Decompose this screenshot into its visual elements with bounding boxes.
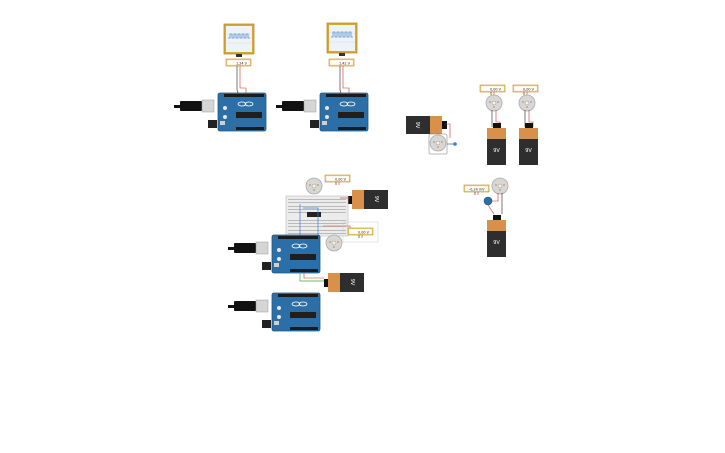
battery-9v-5[interactable]	[324, 273, 364, 292]
battery-label-6: 9V	[493, 240, 500, 246]
wire-black[interactable]	[339, 69, 342, 94]
battery-label-1: 9V	[414, 122, 420, 129]
potentiometer-knob[interactable]	[483, 196, 493, 206]
arduino-uno-1[interactable]	[173, 92, 267, 132]
meter-reading-3: 0,00 V	[490, 88, 502, 92]
scope-wave-1	[228, 33, 250, 39]
dc-motor-3[interactable]	[518, 94, 536, 112]
battery-9v-6[interactable]	[487, 215, 506, 257]
scope-wave-2	[331, 31, 353, 38]
meter-reading-2: 1,42 V	[339, 62, 351, 66]
dc-motor-4[interactable]	[491, 177, 509, 195]
dc-motor-6[interactable]	[325, 234, 343, 252]
dc-motor-1[interactable]	[429, 134, 447, 152]
scope-group-1[interactable]: 1,24 V	[173, 23, 267, 132]
meter-reading-1: 1,24 V	[236, 62, 248, 66]
ic-chip[interactable]	[307, 212, 321, 217]
motor-battery-pair-2[interactable]: 0,00 V 9V	[512, 84, 539, 165]
arduino-uno-2[interactable]	[275, 92, 369, 132]
battery-9v-2[interactable]	[487, 123, 506, 165]
meter-reading-4: 0,00 V	[523, 88, 535, 92]
wire-red[interactable]	[239, 69, 247, 93]
meter-reading-5: 0,00 V	[335, 178, 347, 182]
battery-label-2: 9V	[493, 148, 500, 154]
motor-battery-pair-1[interactable]: 0,00 V 9V	[479, 84, 506, 165]
wire-red[interactable]	[445, 123, 451, 138]
oscilloscope-1[interactable]	[223, 23, 255, 58]
meter-reading-6: 0,00 V	[358, 231, 370, 235]
breadboard-circuit[interactable]: 0,00 V 9V 0,00 V 9V	[227, 174, 388, 332]
battery-label-3: 9V	[525, 148, 532, 154]
arduino-uno-4[interactable]	[227, 292, 321, 332]
battery-motor-group[interactable]: 9V	[406, 116, 457, 155]
battery-label-5: 9V	[349, 279, 355, 286]
motor-pot-group[interactable]: -0,24 mV 9V	[463, 177, 509, 257]
wire-black[interactable]	[236, 69, 239, 94]
dc-motor-2[interactable]	[485, 94, 503, 112]
battery-label-4: 9V	[373, 196, 379, 203]
battery-9v-3[interactable]	[519, 123, 538, 165]
dc-motor-5[interactable]	[305, 177, 323, 195]
wire-red[interactable]	[342, 69, 350, 93]
meter-reading-7: -0,24 mV	[469, 188, 485, 192]
arduino-uno-3[interactable]	[227, 234, 321, 274]
oscilloscope-2[interactable]	[326, 22, 358, 57]
wire-green[interactable]	[299, 272, 324, 282]
battery-9v-4[interactable]	[348, 190, 388, 209]
scope-group-2[interactable]: 1,42 V	[275, 22, 369, 132]
